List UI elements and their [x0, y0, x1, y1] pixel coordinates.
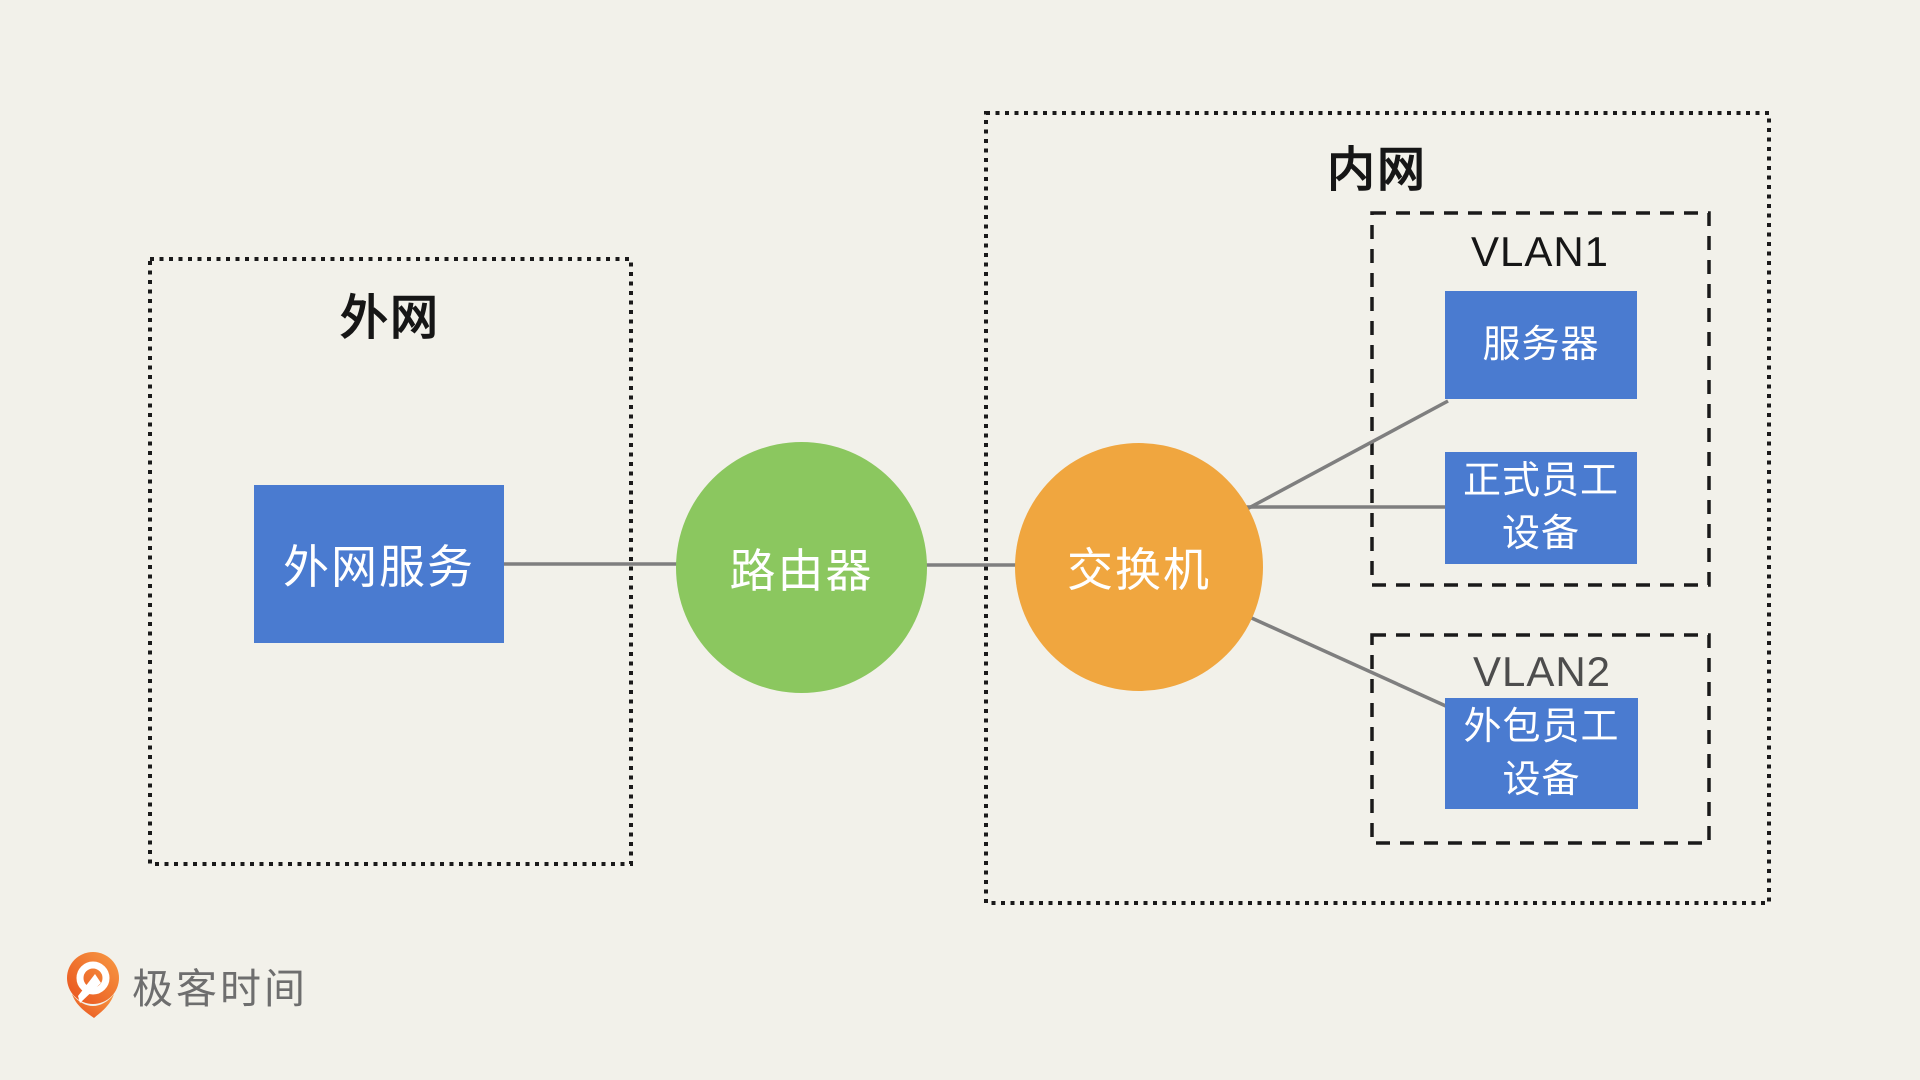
- internal-zone-border: [984, 111, 1771, 905]
- vlan2-border: [1370, 633, 1711, 845]
- geektime-logo-text: 极客时间: [132, 966, 308, 1012]
- node-outsourced-device-label: 外包员工 设备: [1463, 701, 1619, 807]
- node-staff-device-label-line1: 正式员工: [1462, 460, 1619, 502]
- node-staff-device-label: 正式员工 设备: [1463, 455, 1619, 561]
- geektime-logo: 极客时间: [66, 952, 308, 1018]
- node-outsourced-device-label-line2: 设备: [1502, 758, 1581, 801]
- external-zone-border: [148, 257, 633, 866]
- node-router: 路由器: [676, 442, 927, 693]
- node-server: 服务器: [1445, 291, 1637, 399]
- node-external-service-label: 外网服务: [283, 541, 475, 593]
- node-staff-device-label-line2: 设备: [1501, 513, 1580, 555]
- node-outsourced-device: 外包员工 设备: [1445, 698, 1638, 809]
- node-outsourced-device-label-line1: 外包员工: [1463, 705, 1620, 748]
- vlan2-title: VLAN2: [1472, 648, 1612, 695]
- vlan1-border: [1370, 211, 1711, 587]
- node-switch: 交换机: [1015, 443, 1263, 691]
- node-switch-label: 交换机: [1067, 544, 1211, 596]
- internal-zone-title: 内网: [1326, 144, 1428, 197]
- vlan1-title: VLAN1: [1470, 228, 1610, 275]
- node-router-label: 路由器: [729, 544, 874, 597]
- node-external-service: 外网服务: [254, 485, 504, 643]
- external-zone-title: 外网: [339, 292, 441, 345]
- geektime-logo-icon: [67, 952, 119, 1018]
- node-server-label: 服务器: [1482, 323, 1600, 366]
- node-staff-device: 正式员工 设备: [1445, 452, 1637, 564]
